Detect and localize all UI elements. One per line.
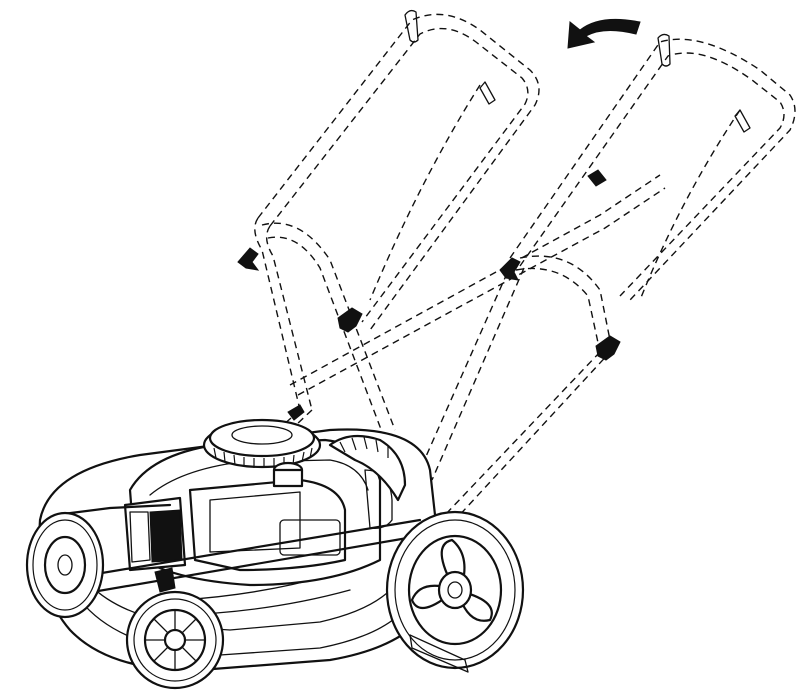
bail-lever-right xyxy=(657,33,671,67)
wheel-rear-cap xyxy=(447,581,463,599)
cable-clip-left xyxy=(479,81,496,105)
handle-left-mid-tube-inner xyxy=(267,236,383,433)
handle-right-long-tube xyxy=(419,261,513,471)
wheel-rear-far-tire xyxy=(328,434,407,502)
fuel-neck xyxy=(272,468,304,488)
wheel-front-left xyxy=(25,511,105,619)
control-cable xyxy=(369,84,481,301)
starter-handle xyxy=(287,404,305,421)
handle-right-to-deck xyxy=(454,349,613,521)
cable-guide xyxy=(587,169,607,187)
wheel-front-left-cap xyxy=(57,554,73,576)
handle-knobs xyxy=(237,169,621,361)
wheel-rear-tread xyxy=(394,519,516,661)
knob-left-lower xyxy=(337,307,363,333)
wheel-rear-hub xyxy=(437,570,473,610)
handle-right-upper-tube-inner xyxy=(519,52,785,297)
engine-badge-edge xyxy=(129,511,151,563)
wheel-front-right-cap xyxy=(163,628,187,652)
wheel-rear-far xyxy=(328,434,407,502)
frame-bracket xyxy=(154,567,176,593)
handle-crossbar xyxy=(289,174,661,386)
knob-left-upper xyxy=(237,247,260,271)
wheel-front-left-hub xyxy=(43,535,87,595)
bail-lever-left xyxy=(404,9,419,43)
handle-left-lower-tube xyxy=(254,217,301,411)
handle-right-lower-tube xyxy=(519,255,613,351)
knob-center xyxy=(499,257,521,281)
front-frame-bar xyxy=(58,518,422,582)
wheel-rear xyxy=(385,510,525,670)
engine-badge xyxy=(149,509,183,563)
handle-left-upper-tube-inner xyxy=(269,27,529,323)
cable-clip-right xyxy=(734,109,751,133)
wheel-front-right-tread xyxy=(133,598,217,682)
front-frame-bar-lower xyxy=(73,533,427,597)
recoil-starter-center xyxy=(231,425,293,445)
rear-flap xyxy=(409,634,469,673)
engine-block-face xyxy=(209,491,301,553)
control-cable-right xyxy=(639,109,741,301)
handle-right-upper-tube xyxy=(509,38,796,301)
recoil-starter-fins xyxy=(213,447,313,468)
handle-right-long-tube-inner xyxy=(431,267,525,481)
wheel-front-left-tread xyxy=(32,519,98,611)
handle-crossbar-inner xyxy=(297,187,666,396)
handle-right-lower-tube-inner xyxy=(515,267,601,353)
handle-left-mid-tube xyxy=(261,222,396,431)
handle-left-lower-tube-inner xyxy=(265,225,313,411)
handle-right-to-deck-inner xyxy=(444,351,601,516)
wheel-rear-far-tread xyxy=(339,436,389,458)
knob-right xyxy=(595,335,621,361)
recoil-starter-top xyxy=(208,418,316,458)
engine-block xyxy=(188,478,347,572)
fold-direction-arrow xyxy=(567,18,641,49)
wheel-front-right xyxy=(125,590,225,690)
front-frame-left xyxy=(53,503,172,517)
handle-left-upper-tube xyxy=(257,13,540,331)
